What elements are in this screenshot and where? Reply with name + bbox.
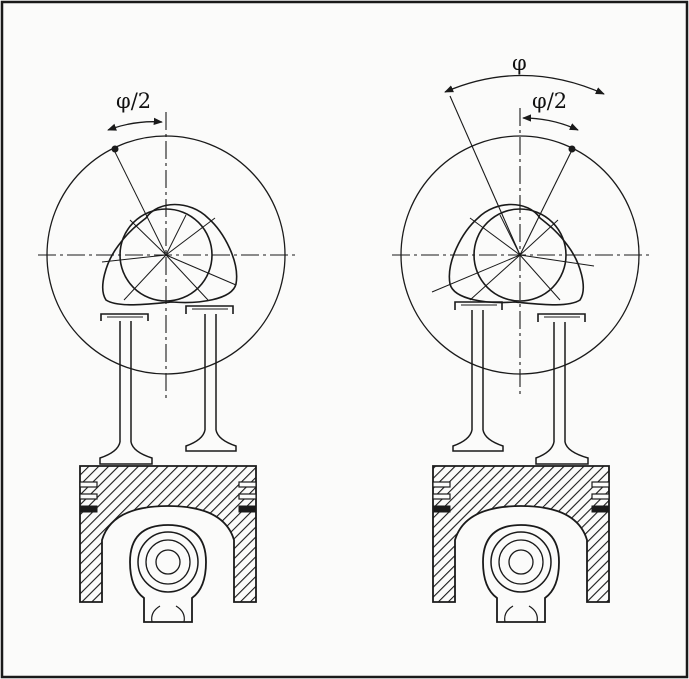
left-valve-1 <box>99 313 153 465</box>
right-timing-point <box>568 145 576 153</box>
right-valve-2 <box>535 313 589 465</box>
left-angle-label: φ/2 <box>116 89 151 113</box>
left-angle-arrow <box>107 117 163 131</box>
left-cam-base-circle <box>119 208 213 302</box>
right-engine-diagram <box>392 74 650 623</box>
right-cam-base-circle <box>473 208 567 302</box>
left-cam-lobe <box>102 203 238 306</box>
right-cam-spokes <box>431 214 595 301</box>
right-timing-line-right <box>519 147 574 256</box>
right-connecting-rod <box>482 524 560 623</box>
left-engine-diagram <box>38 112 296 623</box>
left-piston <box>79 465 257 603</box>
left-timing-point <box>111 145 119 153</box>
right-full-angle-arrow <box>444 74 605 95</box>
right-half-angle-arrow <box>522 114 579 131</box>
right-piston <box>432 465 610 603</box>
left-cam-spokes <box>101 147 237 301</box>
left-valve-2 <box>185 305 237 452</box>
right-valve-1 <box>452 301 504 452</box>
right-half-angle-label: φ/2 <box>532 89 567 113</box>
right-timing-line-left <box>449 95 521 256</box>
left-connecting-rod <box>129 524 207 623</box>
right-full-angle-label: φ <box>512 51 527 75</box>
right-cam-lobe <box>448 203 584 306</box>
